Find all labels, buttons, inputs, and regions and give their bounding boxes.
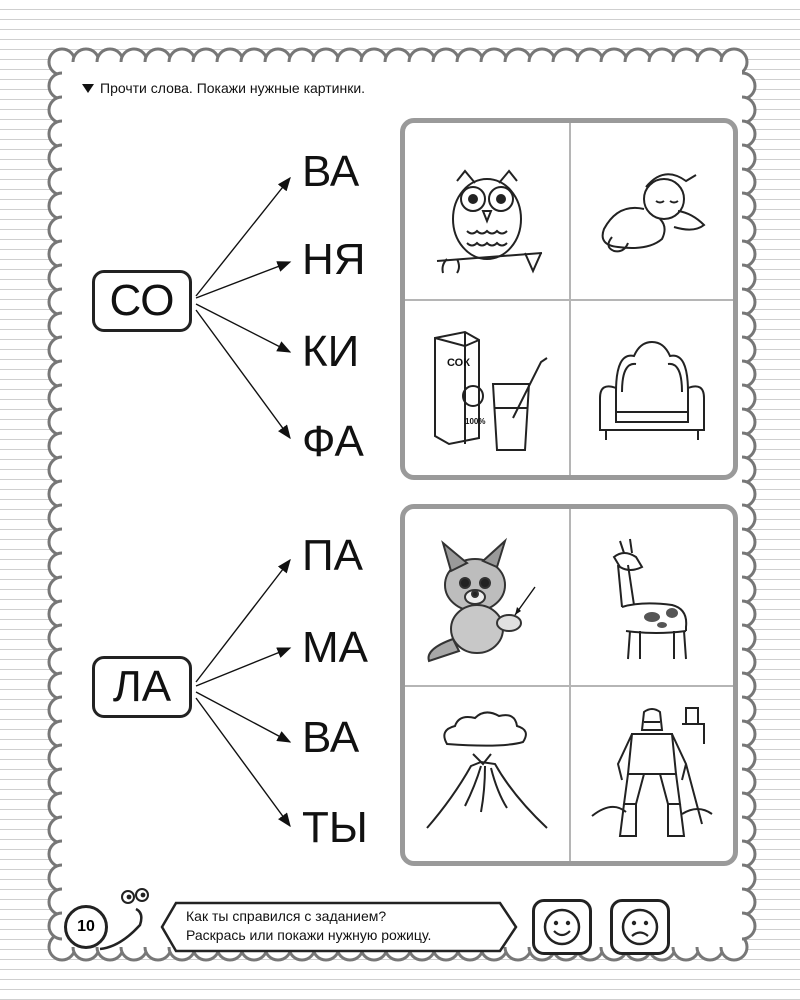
ending-1: ПА xyxy=(302,531,363,580)
llama-icon xyxy=(612,538,688,660)
syllable-text: СО xyxy=(109,276,175,325)
llama-picture[interactable] xyxy=(569,509,733,685)
sad-face-option[interactable] xyxy=(610,899,670,955)
page-number: 10 xyxy=(77,918,95,935)
ending-2: НЯ xyxy=(302,235,366,284)
triangle-bullet-icon xyxy=(82,83,94,93)
footer-bar: 10 Как ты справился с заданием? Раскрась… xyxy=(0,885,800,965)
picture-grid-1: СОК 100% xyxy=(400,118,738,480)
fox-cub-icon xyxy=(427,537,536,663)
happy-face-icon xyxy=(543,908,581,946)
question-line-1: Как ты справился с заданием? xyxy=(186,908,387,924)
juice-box-icon: СОК 100% xyxy=(434,330,548,451)
juice-label: СОК xyxy=(447,357,470,369)
syllable-text: ЛА xyxy=(112,662,172,711)
ending-2: МА xyxy=(302,623,368,672)
picture-grid-2 xyxy=(400,504,738,866)
instruction-text: Прочти слова. Покажи нужные картинки. xyxy=(100,80,366,96)
ending-4: ФА xyxy=(302,417,364,466)
syllable-box-la: ЛА xyxy=(92,656,192,718)
ending-4: ТЫ xyxy=(302,803,368,852)
arrows-group-2 xyxy=(195,558,292,828)
syllable-box-so: СО xyxy=(92,270,192,332)
happy-face-option[interactable] xyxy=(532,899,592,955)
sofa-picture[interactable] xyxy=(569,299,733,475)
question-line-2: Раскрась или покажи нужную рожицу. xyxy=(186,927,432,943)
owl-icon xyxy=(436,169,543,274)
self-assessment-question: Как ты справился с заданием? Раскрась ил… xyxy=(176,901,506,953)
ending-1: ВА xyxy=(302,147,360,196)
sleeping-baby-picture[interactable] xyxy=(569,123,733,299)
ending-3: КИ xyxy=(302,327,360,376)
arrows-group-1 xyxy=(195,176,292,440)
sleeping-baby-icon xyxy=(601,173,706,253)
fox-cub-paw-picture[interactable] xyxy=(405,509,569,685)
sad-face-icon xyxy=(621,908,659,946)
page-number-badge: 10 xyxy=(64,905,108,949)
juice-percent: 100% xyxy=(465,417,485,426)
juice-box-picture[interactable]: СОК 100% xyxy=(405,299,569,475)
ending-3: ВА xyxy=(302,713,360,762)
knight-armor-picture[interactable] xyxy=(569,685,733,861)
owl-picture[interactable] xyxy=(405,123,569,299)
volcano-lava-picture[interactable] xyxy=(405,685,569,861)
instruction: Прочти слова. Покажи нужные картинки. xyxy=(82,80,365,96)
footer-decoration xyxy=(99,888,518,953)
sofa-icon xyxy=(599,340,705,440)
volcano-icon xyxy=(426,711,548,829)
knight-icon xyxy=(591,707,713,837)
